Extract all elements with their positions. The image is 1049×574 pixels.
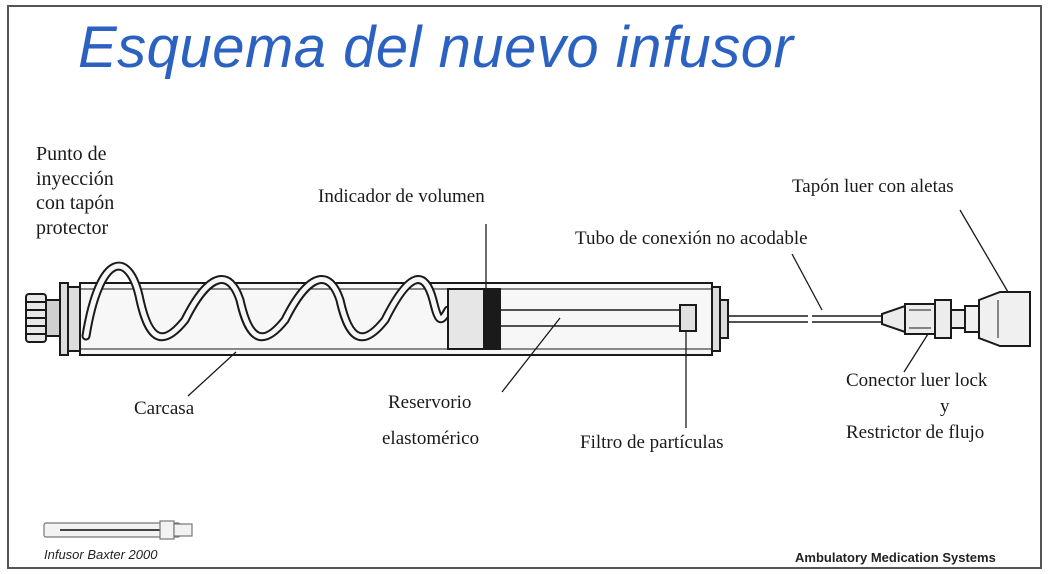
injection-port-cap bbox=[25, 293, 61, 343]
label-luer-lock-line3: Restrictor de flujo bbox=[846, 422, 985, 443]
footer-infusor-sketch bbox=[43, 520, 193, 540]
right-flange bbox=[711, 286, 729, 352]
label-injection-point-line2: inyección bbox=[36, 167, 114, 190]
footer-right: Ambulatory Medication Systems bbox=[795, 550, 996, 565]
connection-tube bbox=[728, 315, 882, 323]
label-volume-indicator: Indicador de volumen bbox=[318, 186, 485, 207]
label-particle-filter: Filtro de partículas bbox=[580, 432, 724, 453]
label-winged-cap: Tapón luer con aletas bbox=[792, 176, 954, 197]
luer-lock-connector bbox=[881, 299, 966, 339]
label-injection-point: Punto de inyección con tapón protector bbox=[36, 142, 114, 240]
winged-luer-cap bbox=[964, 291, 1031, 347]
label-luer-lock-line2: y bbox=[940, 396, 950, 417]
label-injection-point-line4: protector bbox=[36, 216, 109, 239]
left-flange bbox=[59, 282, 81, 356]
piston-block bbox=[447, 288, 501, 350]
inner-reservoir-tube bbox=[500, 309, 680, 327]
label-injection-point-line1: Punto de bbox=[36, 143, 107, 165]
footer-left: Infusor Baxter 2000 bbox=[44, 547, 158, 562]
slide-title: Esquema del nuevo infusor bbox=[78, 15, 794, 80]
label-reservoir-line2: elastomérico bbox=[382, 428, 480, 449]
label-reservoir-line1: Reservorio bbox=[388, 392, 472, 413]
label-kink-resistant-tube: Tubo de conexión no acodable bbox=[575, 228, 808, 249]
label-injection-point-line3: con tapón bbox=[36, 192, 115, 215]
leader-lines bbox=[187, 209, 1009, 428]
particle-filter-shape bbox=[679, 304, 697, 332]
label-housing: Carcasa bbox=[134, 398, 195, 419]
label-luer-lock-line1: Conector luer lock bbox=[846, 370, 988, 391]
slide-border bbox=[7, 5, 1042, 569]
